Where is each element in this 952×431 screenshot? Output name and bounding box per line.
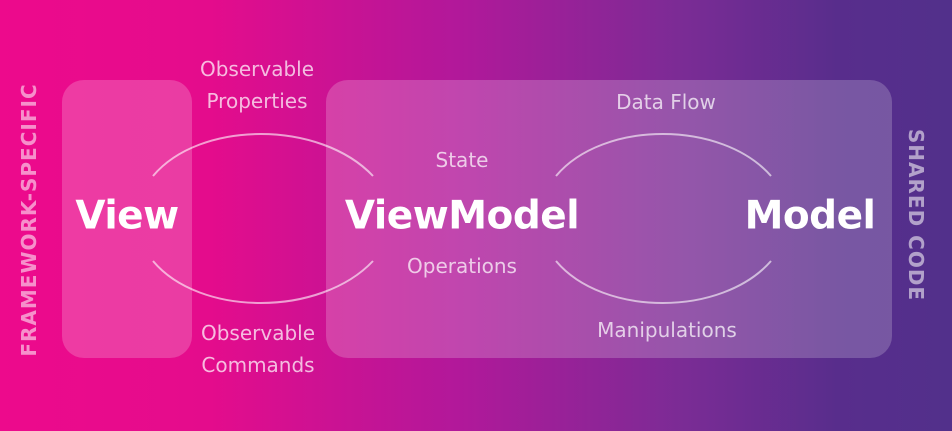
state-label: State bbox=[435, 148, 489, 172]
arc-view-viewmodel-bottom bbox=[152, 260, 374, 304]
observable-properties-label: Observable Properties bbox=[199, 57, 315, 113]
arc-view-viewmodel-top bbox=[152, 133, 374, 177]
framework-specific-label: FRAMEWORK-SPECIFIC bbox=[17, 83, 41, 357]
shared-code-panel bbox=[326, 80, 892, 358]
arc-viewmodel-model-top bbox=[555, 133, 772, 177]
model-node: Model bbox=[744, 193, 876, 239]
view-node: View bbox=[75, 193, 179, 239]
framework-specific-panel bbox=[62, 80, 192, 358]
observable-commands-label: Observable Commands bbox=[200, 321, 316, 377]
data-flow-label: Data Flow bbox=[616, 90, 716, 114]
arc-viewmodel-model-bottom bbox=[555, 260, 772, 304]
manipulations-label: Manipulations bbox=[597, 318, 737, 342]
viewmodel-node: ViewModel bbox=[344, 193, 580, 239]
shared-code-label: SHARED CODE bbox=[904, 128, 928, 302]
operations-label: Operations bbox=[407, 254, 517, 278]
